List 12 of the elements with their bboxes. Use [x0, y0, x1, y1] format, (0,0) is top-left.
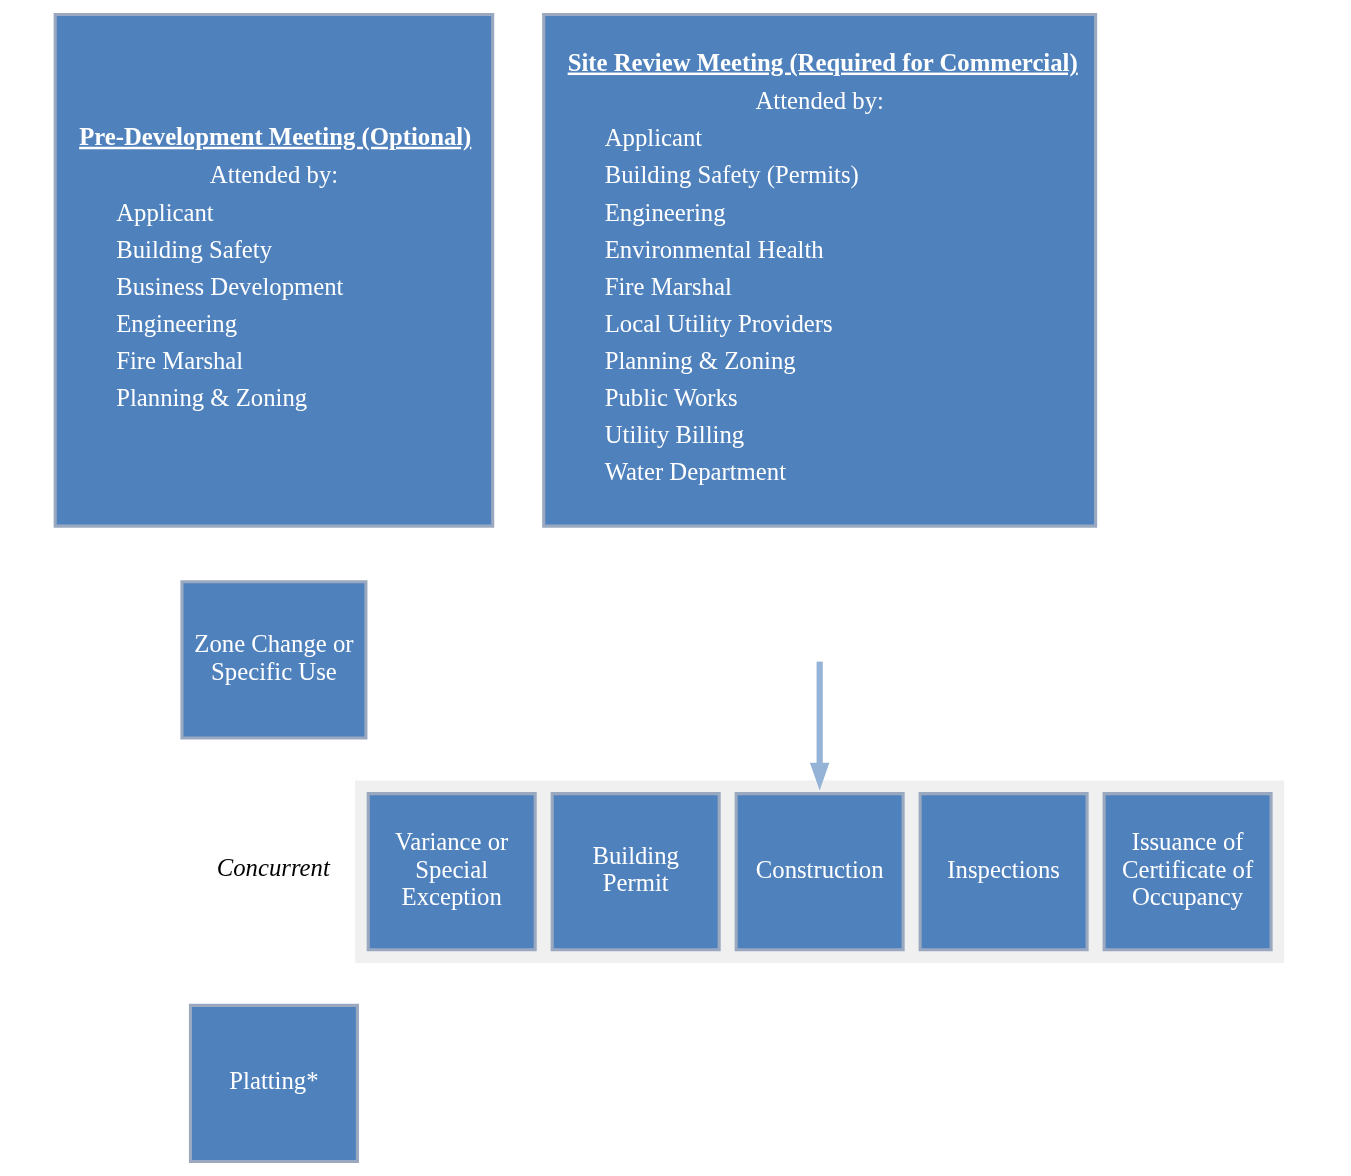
node-box: Construction — [734, 792, 905, 952]
cluster — [355, 780, 1285, 963]
node-box: Inspections — [918, 792, 1089, 952]
node-box: Zone Change or Specific Use — [180, 580, 368, 740]
node-box: Issuance of Certificate of Occupancy — [1102, 792, 1273, 952]
node-box: Variance or Special Exception — [366, 792, 537, 952]
node-box: Pre-Development Meeting (Optional) Attended by: Applicant Building Safety Business Development Engineering Fire Marshal Planning & Zoning — [53, 12, 495, 528]
node-box: Platting* — [188, 1003, 359, 1164]
label: Concurrent — [216, 854, 330, 882]
arrow — [809, 661, 830, 791]
node-box: Building Permit — [550, 792, 721, 952]
node-box: Site Review Meeting (Required for Commercial) Attended by: Applicant Building Safety (Permits) Engineering Environmental Health Fire Marshal Local Utility Providers Planning & Zoning Public Works Utility Billing Water Department — [542, 12, 1098, 528]
